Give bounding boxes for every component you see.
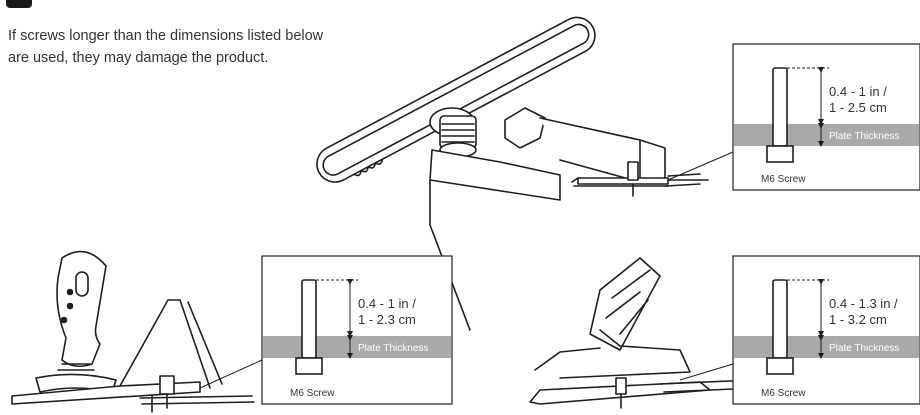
- length-metric-label: 1 - 3.2 cm: [829, 312, 887, 327]
- screw-head: [766, 145, 794, 163]
- screw-shaft: [772, 279, 788, 359]
- length-metric-label: 1 - 2.3 cm: [358, 312, 416, 327]
- callout-box: [261, 255, 453, 405]
- screw-callout-joystick: 0.4 - 1 in /1 - 2.3 cm Plate Thickness M6 …: [199, 255, 453, 405]
- notice-line-2: are used, they may damage the product.: [8, 50, 269, 66]
- screw-length-notice: If screws longer than the dimensions lis…: [8, 25, 408, 69]
- length-metric-label: 1 - 2.5 cm: [829, 100, 887, 115]
- leader-line: [667, 151, 734, 181]
- length-imperial-label: 0.4 - 1.3 in /: [829, 296, 898, 311]
- screw-head: [295, 357, 323, 375]
- screw-shaft: [772, 67, 788, 147]
- steering-wheel-illustration: [316, 16, 709, 331]
- callout-box: [732, 255, 920, 405]
- screw-shaft: [301, 279, 317, 359]
- leader-line: [679, 363, 734, 381]
- length-imperial-label: 0.4 - 1 in /: [358, 296, 416, 311]
- screw-type-label: M6 Screw: [290, 388, 335, 399]
- screw-head: [766, 357, 794, 375]
- length-imperial-label: 0.4 - 1 in /: [829, 84, 887, 99]
- plate-thickness-label: Plate Thickness: [829, 131, 899, 142]
- screw-callout-pedal: 0.4 - 1.3 in /1 - 3.2 cm Plate ThicknessM…: [679, 255, 920, 405]
- plate-thickness-label: Plate Thickness: [829, 343, 899, 354]
- plate-thickness-label: Plate Thickness: [358, 343, 428, 354]
- screw-callout-steering-wheel: 0.4 - 1 in /1 - 2.5 cm Plate Thickness M6 …: [667, 43, 920, 191]
- screw-type-label: M6 Screw: [761, 174, 806, 185]
- screw-type-label: M6 Screw: [761, 388, 806, 399]
- leader-line: [199, 359, 263, 389]
- joystick-illustration: [11, 250, 255, 413]
- callout-box: [732, 43, 920, 191]
- pedal-illustration: [529, 257, 757, 409]
- warning-icon: [6, 0, 32, 8]
- notice-line-1: If screws longer than the dimensions lis…: [8, 28, 324, 44]
